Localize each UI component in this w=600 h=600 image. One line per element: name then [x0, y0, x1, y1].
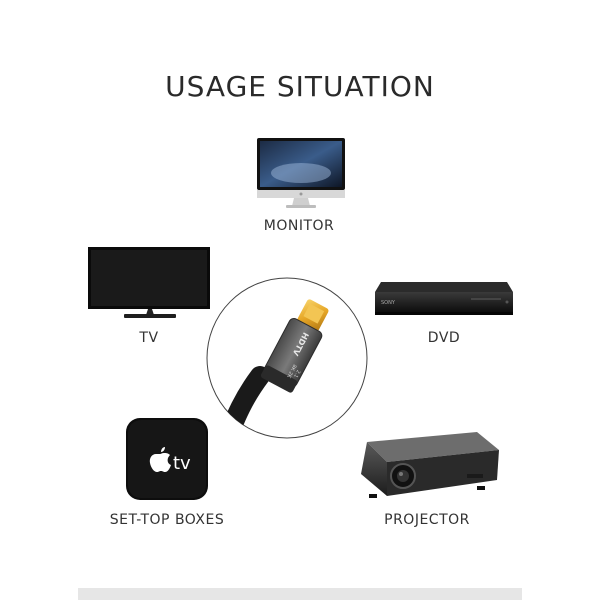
page-title: USAGE SITUATION — [165, 70, 435, 103]
bottom-bar — [78, 588, 522, 600]
dvd-label: DVD — [427, 330, 461, 346]
projector-label: PROJECTOR — [384, 512, 470, 528]
monitor-icon — [257, 138, 345, 208]
set-top-boxes-label: SET-TOP BOXES — [109, 512, 225, 528]
monitor-label: MONITOR — [263, 218, 335, 234]
tv-label: TV — [139, 330, 159, 346]
set-top-box-icon: tv — [126, 418, 208, 500]
appletv-text: tv — [173, 453, 191, 474]
dvd-brand: SONY — [381, 300, 396, 306]
dvd-player-icon: SONY — [375, 282, 513, 315]
hdmi-cable-icon: HDTV 2.1 8K 2K — [206, 277, 368, 439]
tv-icon — [88, 247, 210, 318]
projector-icon — [361, 432, 499, 498]
cable-text-version: 2.1 — [292, 369, 301, 379]
